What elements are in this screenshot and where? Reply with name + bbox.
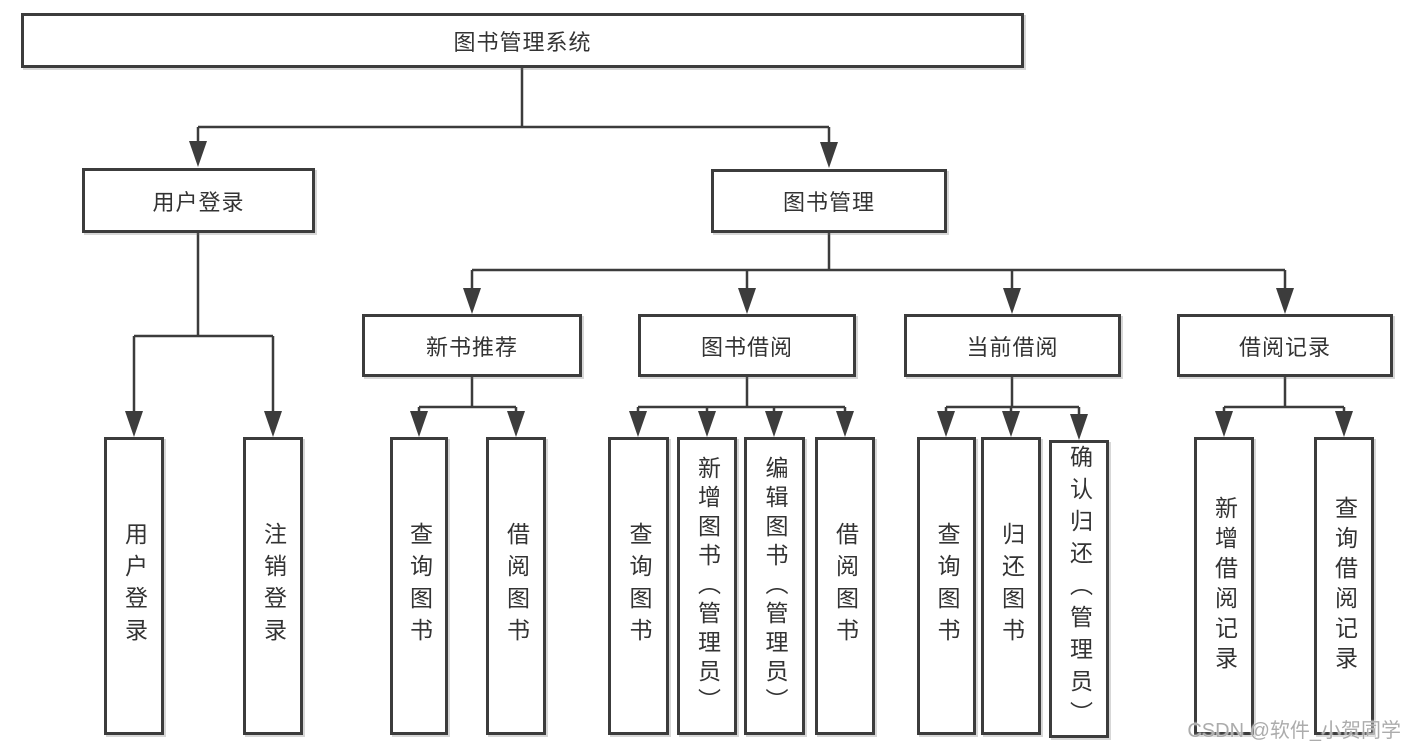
- leaf-label: 借阅图书: [503, 522, 530, 650]
- leaf-label: 查询图书: [406, 522, 433, 650]
- node-current-borrowing: 当前借阅: [904, 314, 1121, 377]
- node-borrowing-records: 借阅记录: [1177, 314, 1393, 377]
- node-book-borrowing: 图书借阅: [638, 314, 856, 377]
- leaf-add-books-admin: 新增图书（管理员）: [677, 437, 737, 735]
- node-book-management-branch: 图书管理: [711, 169, 947, 233]
- leaf-return-books: 归还图书: [981, 437, 1041, 735]
- leaf-edit-books-admin: 编辑图书（管理员）: [744, 437, 805, 735]
- leaf-add-borrow-record: 新增借阅记录: [1194, 437, 1254, 735]
- node-label: 图书管理: [782, 190, 875, 215]
- leaf-query-books-recommend: 查询图书: [390, 437, 448, 735]
- leaf-logout: 注销登录: [243, 437, 303, 735]
- leaf-confirm-return-admin: 确认归还（管理员）: [1049, 440, 1109, 738]
- leaf-label: 借阅图书: [832, 522, 859, 650]
- leaf-query-books-borrowing: 查询图书: [608, 437, 669, 735]
- leaf-label: 查询图书: [934, 522, 960, 650]
- leaf-label: 确认归还（管理员）: [1066, 445, 1093, 733]
- leaf-label: 注销登录: [260, 522, 287, 650]
- leaf-label: 查询图书: [626, 522, 652, 650]
- node-library-management-system: 图书管理系统: [21, 13, 1024, 68]
- leaf-query-borrow-record: 查询借阅记录: [1314, 437, 1374, 735]
- leaf-label: 编辑图书（管理员）: [762, 455, 788, 717]
- leaf-label: 查询借阅记录: [1331, 496, 1358, 676]
- node-new-book-recommend: 新书推荐: [362, 314, 582, 377]
- leaf-borrow-books: 借阅图书: [815, 437, 875, 735]
- leaf-query-books-current: 查询图书: [917, 437, 976, 735]
- node-label: 借阅记录: [1238, 334, 1331, 360]
- leaf-label: 新增图书（管理员）: [694, 455, 721, 717]
- leaf-borrow-books-recommend: 借阅图书: [486, 437, 546, 735]
- csdn-watermark: CSDN @软件_小贺同学: [1187, 720, 1401, 742]
- node-label: 图书借阅: [700, 334, 793, 360]
- leaf-label: 归还图书: [998, 522, 1025, 650]
- leaf-label: 新增借阅记录: [1211, 496, 1238, 676]
- node-user-login-branch: 用户登录: [82, 168, 315, 233]
- leaf-user-login: 用户登录: [104, 437, 164, 735]
- node-label: 图书管理系统: [453, 29, 592, 55]
- node-label: 当前借阅: [966, 334, 1059, 360]
- leaf-label: 用户登录: [121, 522, 148, 650]
- node-label: 用户登录: [152, 189, 245, 215]
- node-label: 新书推荐: [425, 334, 518, 360]
